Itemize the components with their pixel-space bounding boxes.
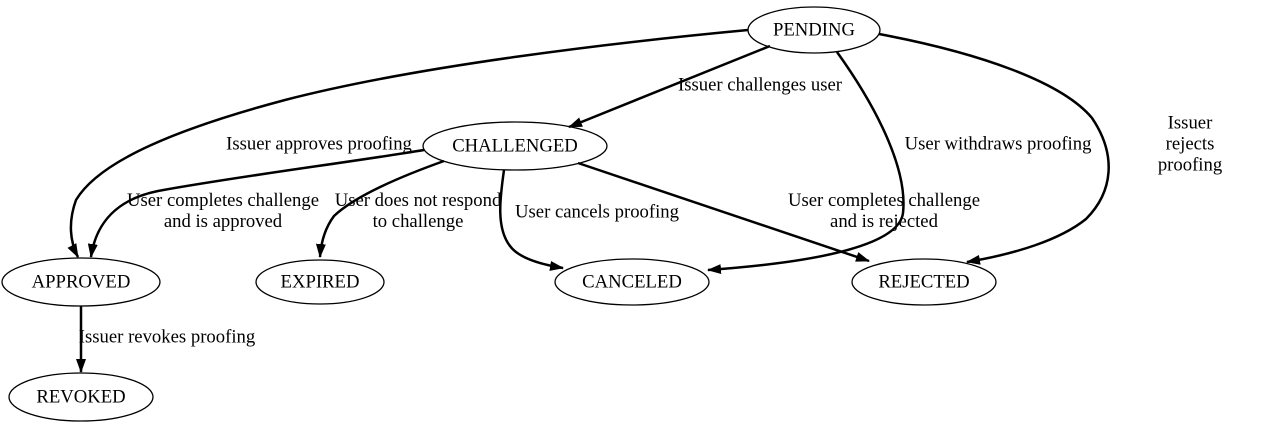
edge-pending-to-canceled [707, 51, 905, 275]
node-canceled: CANCELED [582, 271, 682, 293]
edge-label-pending-to-challenged: Issuer challenges user [678, 74, 842, 96]
node-revoked-ellipse [8, 372, 154, 422]
edge-label-challenged-to-expired: User does not respond to challenge [334, 190, 502, 232]
edge-shapes [67, 28, 1110, 373]
edge-label-approved-to-revoked: Issuer revokes proofing [78, 326, 256, 348]
node-rejected: REJECTED [878, 271, 970, 293]
node-challenged: CHALLENGED [452, 135, 578, 157]
edge-label-challenged-to-canceled: User cancels proofing [515, 201, 679, 223]
edge-label-challenged-to-approved: User completes challenge and is approved [127, 190, 319, 232]
edge-label-pending-to-canceled: User withdraws proofing [904, 133, 1092, 155]
edge-challenged-to-approved [87, 148, 425, 258]
node-expired-ellipse [255, 259, 385, 305]
node-revoked: REVOKED [36, 386, 126, 408]
edge-pending-to-rejected [878, 32, 1110, 265]
edge-label-pending-to-approved: Issuer approves proofing [226, 133, 412, 155]
node-canceled-ellipse [554, 258, 710, 306]
node-rejected-ellipse [851, 258, 997, 306]
edge-challenged-to-canceled [499, 169, 564, 271]
edge-challenged-to-rejected [577, 161, 870, 263]
node-pending: PENDING [772, 19, 856, 41]
node-challenged-ellipse [422, 121, 608, 171]
node-shapes [1, 6, 997, 422]
node-approved: APPROVED [31, 271, 131, 293]
edge-label-challenged-to-rejected: User completes challenge and is rejected [788, 190, 980, 232]
edge-challenged-to-expired [315, 159, 445, 258]
edge-label-pending-to-rejected: Issuer rejects proofing [1157, 112, 1223, 176]
edge-pending-to-challenged [568, 44, 771, 129]
edge-pending-to-approved [67, 28, 749, 258]
node-expired: EXPIRED [280, 271, 360, 293]
